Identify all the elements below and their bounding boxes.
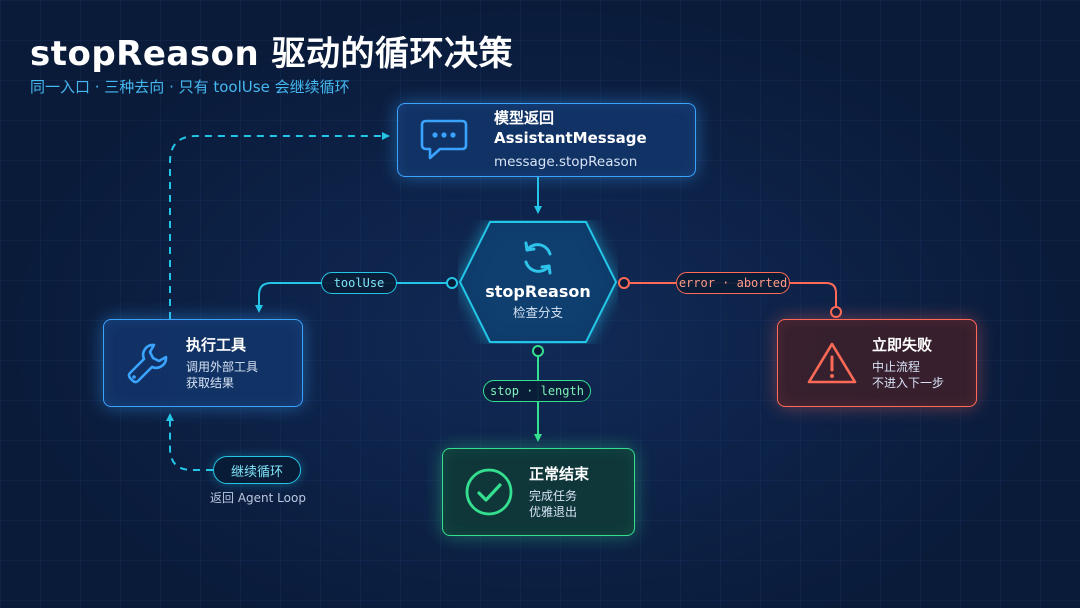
decision-hexagon: [458, 221, 618, 343]
decision-sub: 检查分支: [512, 305, 563, 320]
edge-label-stop: stop · length: [483, 380, 591, 402]
node-end-line2: 优雅退出: [529, 505, 578, 519]
node-model-sub: message.stopReason: [494, 154, 638, 170]
edge-loop-back: [169, 132, 390, 319]
page-subtitle: 同一入口 · 三种去向 · 只有 toolUse 会继续循环: [30, 78, 350, 96]
node-end-title: 正常结束: [529, 465, 590, 483]
check-circle-icon: [465, 468, 513, 516]
node-exec-line1: 调用外部工具: [186, 360, 259, 374]
node-model-title: 模型返回 AssistantMessage: [494, 109, 647, 147]
chat-bubble-icon: [420, 119, 468, 160]
decision-title: stopReason: [485, 282, 591, 301]
node-fail-line1: 中止流程: [872, 360, 921, 374]
refresh-icon: [524, 241, 552, 275]
edge-label-error: error · aborted: [676, 272, 790, 294]
port-bottom: [532, 345, 544, 357]
port-right: [618, 277, 630, 289]
node-fail-line2: 不进入下一步: [872, 376, 945, 390]
edge-continue-to-exec: [166, 413, 213, 471]
wrench-icon: [127, 343, 168, 384]
port-fail: [830, 306, 842, 318]
node-model-return[interactable]: 模型返回 AssistantMessage message.stopReason: [397, 103, 696, 177]
node-execute-tool[interactable]: 执行工具 调用外部工具 获取结果: [103, 319, 303, 407]
node-exec-line2: 获取结果: [186, 376, 235, 390]
edge-decision-to-fail: [624, 282, 837, 312]
warning-icon: [807, 342, 857, 384]
node-exec-title: 执行工具: [186, 336, 247, 354]
edge-label-tooluse: toolUse: [321, 272, 397, 294]
continue-loop-badge: 继续循环: [213, 456, 301, 484]
continue-loop-note: 返回 Agent Loop: [210, 491, 306, 505]
node-fail[interactable]: 立即失败 中止流程 不进入下一步: [777, 319, 977, 407]
node-normal-end[interactable]: 正常结束 完成任务 优雅退出: [442, 448, 635, 536]
edge-decision-to-exec: [255, 282, 452, 313]
node-end-line1: 完成任务: [529, 489, 578, 503]
node-fail-title: 立即失败: [872, 336, 933, 354]
port-left: [446, 277, 458, 289]
page-title: stopReason 驱动的循环决策: [30, 34, 514, 74]
node-decision[interactable]: stopReason 检查分支: [458, 220, 618, 344]
